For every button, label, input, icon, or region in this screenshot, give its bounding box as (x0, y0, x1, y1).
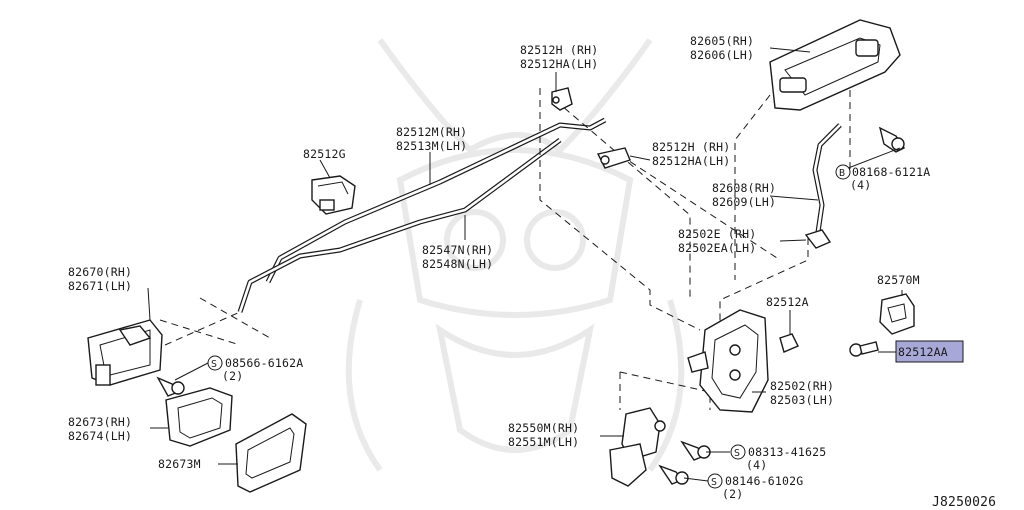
door-lock-82502 (687, 309, 769, 413)
clip-82502e (804, 229, 832, 249)
label-08313-qty: (4) (746, 458, 767, 472)
bolt-82512a (779, 333, 799, 353)
label-82502e: 82502E (RH) (678, 227, 756, 241)
label-08566: 08566-6162A (225, 356, 303, 370)
label-82670: 82670(RH) (68, 265, 132, 279)
bezel-82673m (235, 413, 307, 493)
label-82551m: 82551M(LH) (508, 435, 579, 449)
clip-82512h-top (551, 87, 573, 111)
label-08168: 08168-6121A (852, 165, 930, 179)
label-82605: 82605(RH) (690, 34, 754, 48)
label-82512m: 82512M(RH) (396, 125, 467, 139)
label-08313: 08313-41625 (748, 445, 826, 459)
label-82502ea: 82502EA(LH) (678, 241, 756, 255)
leader-lines (147, 47, 903, 482)
screw-08566 (156, 376, 185, 397)
label-82550m: 82550M(RH) (508, 421, 579, 435)
label-82673m: 82673M (158, 457, 201, 471)
clip-82512h-mid (596, 147, 631, 169)
label-82570m: 82570M (877, 273, 920, 287)
label-82512ha-lh-top: 82512HA(LH) (520, 57, 598, 71)
escutcheon-82673 (165, 387, 233, 447)
screw-08146 (658, 464, 689, 485)
s-mark-icon-08313 (730, 444, 746, 460)
label-82503: 82503(LH) (770, 393, 834, 407)
label-82547n: 82547N(RH) (422, 243, 493, 257)
label-82608: 82608(RH) (712, 181, 776, 195)
b-mark-letter: B (839, 168, 845, 179)
rod-82547n (237, 137, 562, 313)
outer-handle-82605 (769, 19, 901, 111)
s-mark-icon-08146 (707, 473, 723, 489)
label-82512g: 82512G (303, 147, 346, 161)
label-82609: 82609(LH) (712, 195, 776, 209)
label-82513m: 82513M(LH) (396, 139, 467, 153)
label-82512a: 82512A (766, 295, 809, 309)
inner-handle-82670 (87, 319, 163, 386)
label-82502: 82502(RH) (770, 379, 834, 393)
screw-82512aa (849, 341, 879, 357)
label-82512aa: 82512AA (898, 345, 948, 359)
rod-82608 (812, 123, 842, 233)
striker-82570m (879, 293, 915, 335)
bolt-08168 (878, 126, 906, 153)
label-82512ha-lh-mid: 82512HA(LH) (652, 154, 730, 168)
label-82606: 82606(LH) (690, 48, 754, 62)
highlight-82512aa (895, 340, 964, 363)
label-08168-qty: (4) (850, 178, 871, 192)
label-82548n: 82548N(LH) (422, 257, 493, 271)
watermark-emblem (345, 38, 685, 472)
s-mark-letter-08566: S (211, 359, 217, 370)
s-mark-letter-08313: S (734, 448, 740, 459)
b-mark-icon (835, 164, 851, 180)
screw-08313 (680, 440, 711, 461)
label-08566-qty: (2) (222, 369, 243, 383)
label-08146-qty: (2) (722, 487, 743, 501)
label-82673-rh: 82673(RH) (68, 415, 132, 429)
s-mark-icon-08566 (207, 355, 223, 371)
part-82550m (609, 407, 666, 487)
label-82512h-rh-top: 82512H (RH) (520, 43, 598, 57)
s-mark-letter-08146: S (711, 477, 717, 488)
labels: 82512H (RH) 82512HA(LH) 82605(RH) 82606(… (68, 34, 996, 510)
dashed-guides (159, 88, 851, 410)
label-82512h-rh-mid: 82512H (RH) (652, 140, 730, 154)
label-82674: 82674(LH) (68, 429, 132, 443)
rod-82512m (265, 117, 607, 284)
part-82512g (311, 175, 356, 215)
label-08146: 08146-6102G (725, 474, 803, 488)
diagram-id: J8250026 (932, 495, 996, 510)
label-82671: 82671(LH) (68, 279, 132, 293)
